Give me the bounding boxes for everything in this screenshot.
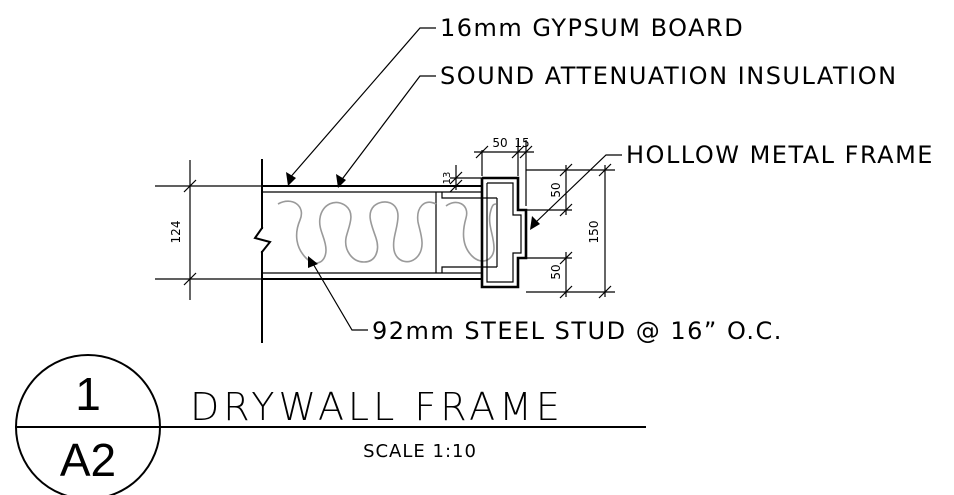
- leader-gypsum: [287, 27, 436, 181]
- dim-13-text: 13: [442, 172, 453, 185]
- dim-124-text: 124: [169, 221, 183, 244]
- steel-stud-flange-bottom: [441, 266, 497, 273]
- wall-section: [253, 159, 498, 343]
- dim-tick-h-b: [511, 145, 525, 159]
- dim-50-top-text: 50: [549, 182, 563, 197]
- hollow-metal-frame: [480, 176, 528, 289]
- dim-tick-13-b: [449, 179, 463, 193]
- leader-stud: [311, 261, 368, 331]
- dim-15-text: 15: [514, 136, 529, 150]
- sheet-reference: A2: [60, 434, 116, 486]
- dim-tick-50-bottom-a: [559, 251, 573, 265]
- dim-50-bottom-text: 50: [549, 264, 563, 279]
- dim-50-horizontal-text: 50: [492, 136, 507, 150]
- dim-150-text: 150: [587, 221, 601, 244]
- callout-labels: 16mm GYPSUM BOARD SOUND ATTENUATION INSU…: [372, 14, 934, 345]
- insulation-pattern: [277, 200, 497, 264]
- dim-tick-50-top-b: [559, 203, 573, 217]
- detail-number: 1: [75, 368, 101, 420]
- dim-tick-150-top: [598, 163, 612, 177]
- arrow-gypsum: [286, 172, 296, 186]
- label-gypsum-board: 16mm GYPSUM BOARD: [440, 14, 744, 42]
- frame-inner-profile: [486, 182, 522, 283]
- dim-tick-50-bottom-b: [559, 285, 573, 299]
- dim-tick-h-c: [519, 145, 533, 159]
- dim-tick-124-top: [183, 179, 197, 193]
- label-hollow-metal-frame: HOLLOW METAL FRAME: [626, 141, 934, 169]
- leader-lines: [286, 27, 622, 331]
- dimension-lines: [155, 140, 615, 300]
- dimension-text: 124 150 50 50 50 15 13: [169, 136, 601, 280]
- label-insulation: SOUND ATTENUATION INSULATION: [440, 62, 898, 90]
- arrow-frame: [530, 216, 540, 230]
- dim-tick-124-bottom: [183, 272, 197, 286]
- wall-break-symbol: [253, 226, 272, 254]
- dim-tick-150-bottom: [598, 285, 612, 299]
- detail-scale: SCALE 1:10: [363, 441, 477, 462]
- leader-frame: [533, 154, 622, 225]
- dim-tick-50-top-a: [559, 163, 573, 177]
- arrow-insulation: [336, 174, 346, 188]
- leader-insulation: [339, 75, 436, 183]
- label-steel-stud: 92mm STEEL STUD @ 16” O.C.: [372, 317, 783, 345]
- dim-tick-h-a: [475, 145, 489, 159]
- detail-title: DRYWALL FRAME: [190, 385, 564, 429]
- steel-stud-flange-top: [441, 192, 497, 199]
- detail-title-block: 1 A2 DRYWALL FRAME SCALE 1:10: [15, 354, 646, 495]
- arrow-stud: [308, 256, 318, 268]
- frame-profile: [480, 176, 528, 289]
